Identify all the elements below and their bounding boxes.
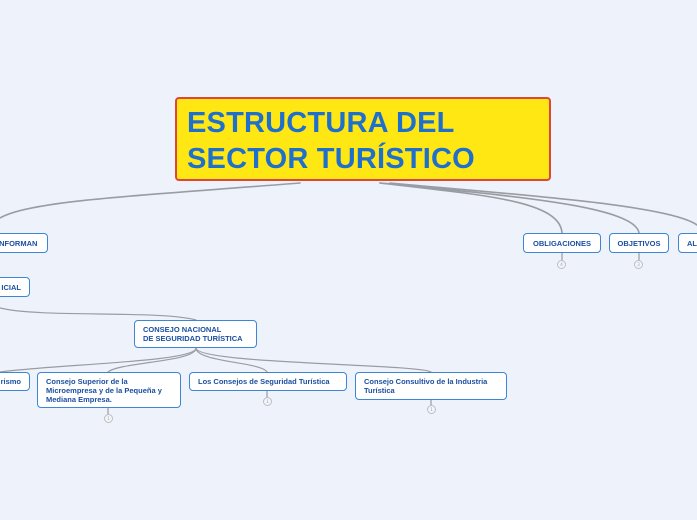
node-consejo-superior-label: Consejo Superior de la Microempresa y de… xyxy=(46,376,162,404)
connector-informan xyxy=(0,182,301,219)
node-obligaciones-label: OBLIGACIONES xyxy=(533,238,591,248)
node-rismo[interactable]: rismo xyxy=(0,372,30,391)
node-obligaciones[interactable]: OBLIGACIONES xyxy=(523,233,601,253)
connector-consejo-consultivo xyxy=(195,347,432,373)
node-objetivos-label: OBJETIVOS xyxy=(617,238,661,248)
node-consejo-consultivo[interactable]: Consejo Consultivo de la Industria Turís… xyxy=(355,372,507,400)
node-consejo-nacional-line2: DE SEGURIDAD TURÍSTICA xyxy=(143,334,243,343)
central-topic-line1: ESTRUCTURA DEL xyxy=(187,107,455,139)
node-consejo-consultivo-label: Consejo Consultivo de la Industria Turís… xyxy=(364,377,488,395)
node-obligaciones-collapse-badge[interactable]: 4 xyxy=(557,260,566,269)
node-consejo-consultivo-collapse-badge[interactable]: 1 xyxy=(427,405,436,414)
connector-rismo xyxy=(0,347,197,373)
node-consejos-seguridad[interactable]: Los Consejos de Seguridad Turística xyxy=(189,372,347,391)
node-icial-label: ICIAL xyxy=(1,282,21,292)
node-icial[interactable]: ICIAL xyxy=(0,277,30,297)
connector-al xyxy=(389,182,697,226)
node-informan-label: INFORMAN xyxy=(0,238,38,248)
node-consejo-superior[interactable]: Consejo Superior de la Microempresa y de… xyxy=(37,372,181,408)
node-al-label: AL xyxy=(687,238,697,248)
connector-objetivos xyxy=(379,182,640,234)
node-al[interactable]: AL xyxy=(678,233,697,253)
node-objetivos[interactable]: OBJETIVOS xyxy=(609,233,669,253)
node-objetivos-collapse-badge[interactable]: 3 xyxy=(634,260,643,269)
central-topic-line2: SECTOR TURÍSTICO xyxy=(187,143,475,175)
node-consejos-seguridad-label: Los Consejos de Seguridad Turística xyxy=(198,377,330,386)
node-rismo-label: rismo xyxy=(0,377,21,386)
node-consejo-superior-collapse-badge[interactable]: 1 xyxy=(104,414,113,423)
node-informan[interactable]: INFORMAN xyxy=(0,233,48,253)
connector-consejos-seguridad xyxy=(195,347,268,373)
node-consejo-nacional[interactable]: CONSEJO NACIONAL DE SEGURIDAD TURÍSTICA xyxy=(134,320,257,348)
connector-consejo-nacional xyxy=(0,307,197,321)
node-consejos-seguridad-collapse-badge[interactable]: 1 xyxy=(263,397,272,406)
central-topic[interactable]: ESTRUCTURA DEL SECTOR TURÍSTICO xyxy=(175,97,551,181)
node-consejo-nacional-line1: CONSEJO NACIONAL xyxy=(143,325,222,334)
connector-consejo-superior xyxy=(107,347,197,373)
